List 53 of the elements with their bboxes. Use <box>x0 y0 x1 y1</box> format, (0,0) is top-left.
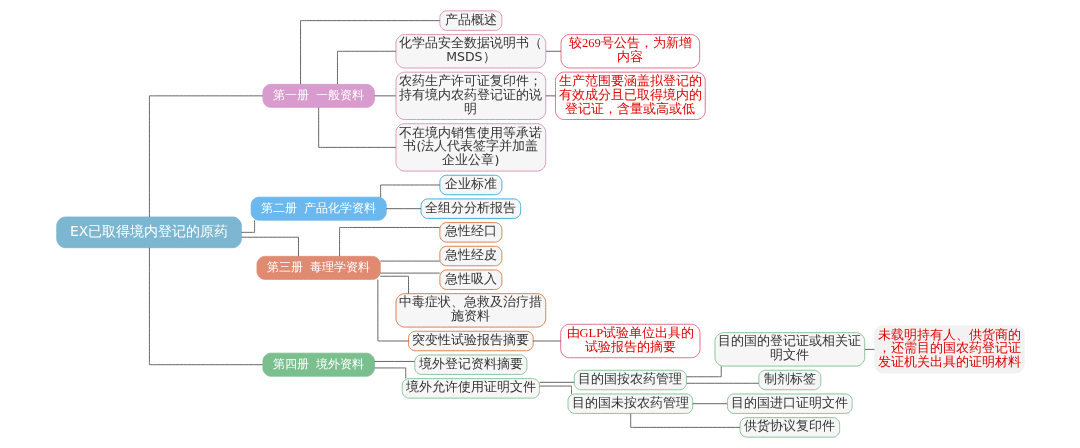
node-box: 由GLP试验单位出具的试验报告的摘要 <box>559 323 700 359</box>
node-box: 第三册 毒理学资料 <box>256 255 381 280</box>
node-box: 制剂标签 <box>757 369 821 391</box>
connector <box>538 381 575 383</box>
connector <box>538 385 572 395</box>
node-box: 化学品安全数据说明书（MSDS） <box>395 34 546 69</box>
node-box: EX已取得境内登记的原药 <box>55 216 242 249</box>
node-box: 农药生产许可证复印件；持有境内农药登记证的说明 <box>395 71 546 120</box>
connector <box>338 227 440 257</box>
node-box: 突变性试验报告摘要 <box>407 330 534 352</box>
node-box: 中毒症状、急救及治疗措施资料 <box>395 293 546 328</box>
connector <box>863 348 875 350</box>
node-box: 目的国的登记证或相关证明文件 <box>714 332 865 367</box>
connector <box>691 403 728 405</box>
node-box: 生产范围要涵盖拟登记的有效成分且已取得境内的登记证，含量或高或低 <box>554 71 706 120</box>
connector <box>240 236 299 257</box>
node-box: 较269号公告，为新增内容 <box>560 34 700 69</box>
node-box: 全组分分析报告 <box>420 198 521 219</box>
node-box: 目的国进口证明文件 <box>726 393 853 414</box>
connector <box>379 272 440 274</box>
node-box: 供货协议复印件 <box>739 417 840 438</box>
node-box: 企业标准 <box>438 174 502 196</box>
connector <box>148 247 263 366</box>
node-box: 第一册 一般资料 <box>262 83 375 108</box>
node-box: 产品概述 <box>438 10 502 31</box>
connector <box>379 275 409 294</box>
node-box: 境外允许使用证明文件 <box>401 378 540 399</box>
connector <box>544 50 561 52</box>
connector <box>379 260 440 262</box>
connector <box>373 367 406 379</box>
node-box: 目的国未按农药管理 <box>567 393 693 414</box>
connector <box>148 95 263 218</box>
connector <box>376 279 409 342</box>
node-box: 急性吸入 <box>438 269 502 290</box>
connector <box>379 184 440 198</box>
connector <box>299 20 440 85</box>
node-box: 急性经口 <box>438 222 502 243</box>
connector <box>240 219 255 233</box>
node-box: 未载明持有人、供货商的，还需目的国农药登记证发证机关出具的证明材料 <box>873 325 1025 374</box>
connector <box>385 208 421 210</box>
connector <box>317 107 396 148</box>
node-box: 目的国按农药管理 <box>573 369 687 391</box>
node-box: 不在境内销售使用等承诺书(法人代表签字并加盖企业公章) <box>395 123 546 172</box>
connector <box>685 365 722 378</box>
connector <box>336 50 396 85</box>
connector <box>685 382 759 384</box>
node-box: 第二册 产品化学资料 <box>250 196 387 221</box>
connector <box>373 361 415 362</box>
node-box: 急性经皮 <box>438 245 502 267</box>
node-box: 第四册 境外资料 <box>262 352 375 377</box>
connector <box>373 95 396 97</box>
connector <box>544 95 556 97</box>
node-box: 境外登记资料摘要 <box>413 354 527 375</box>
